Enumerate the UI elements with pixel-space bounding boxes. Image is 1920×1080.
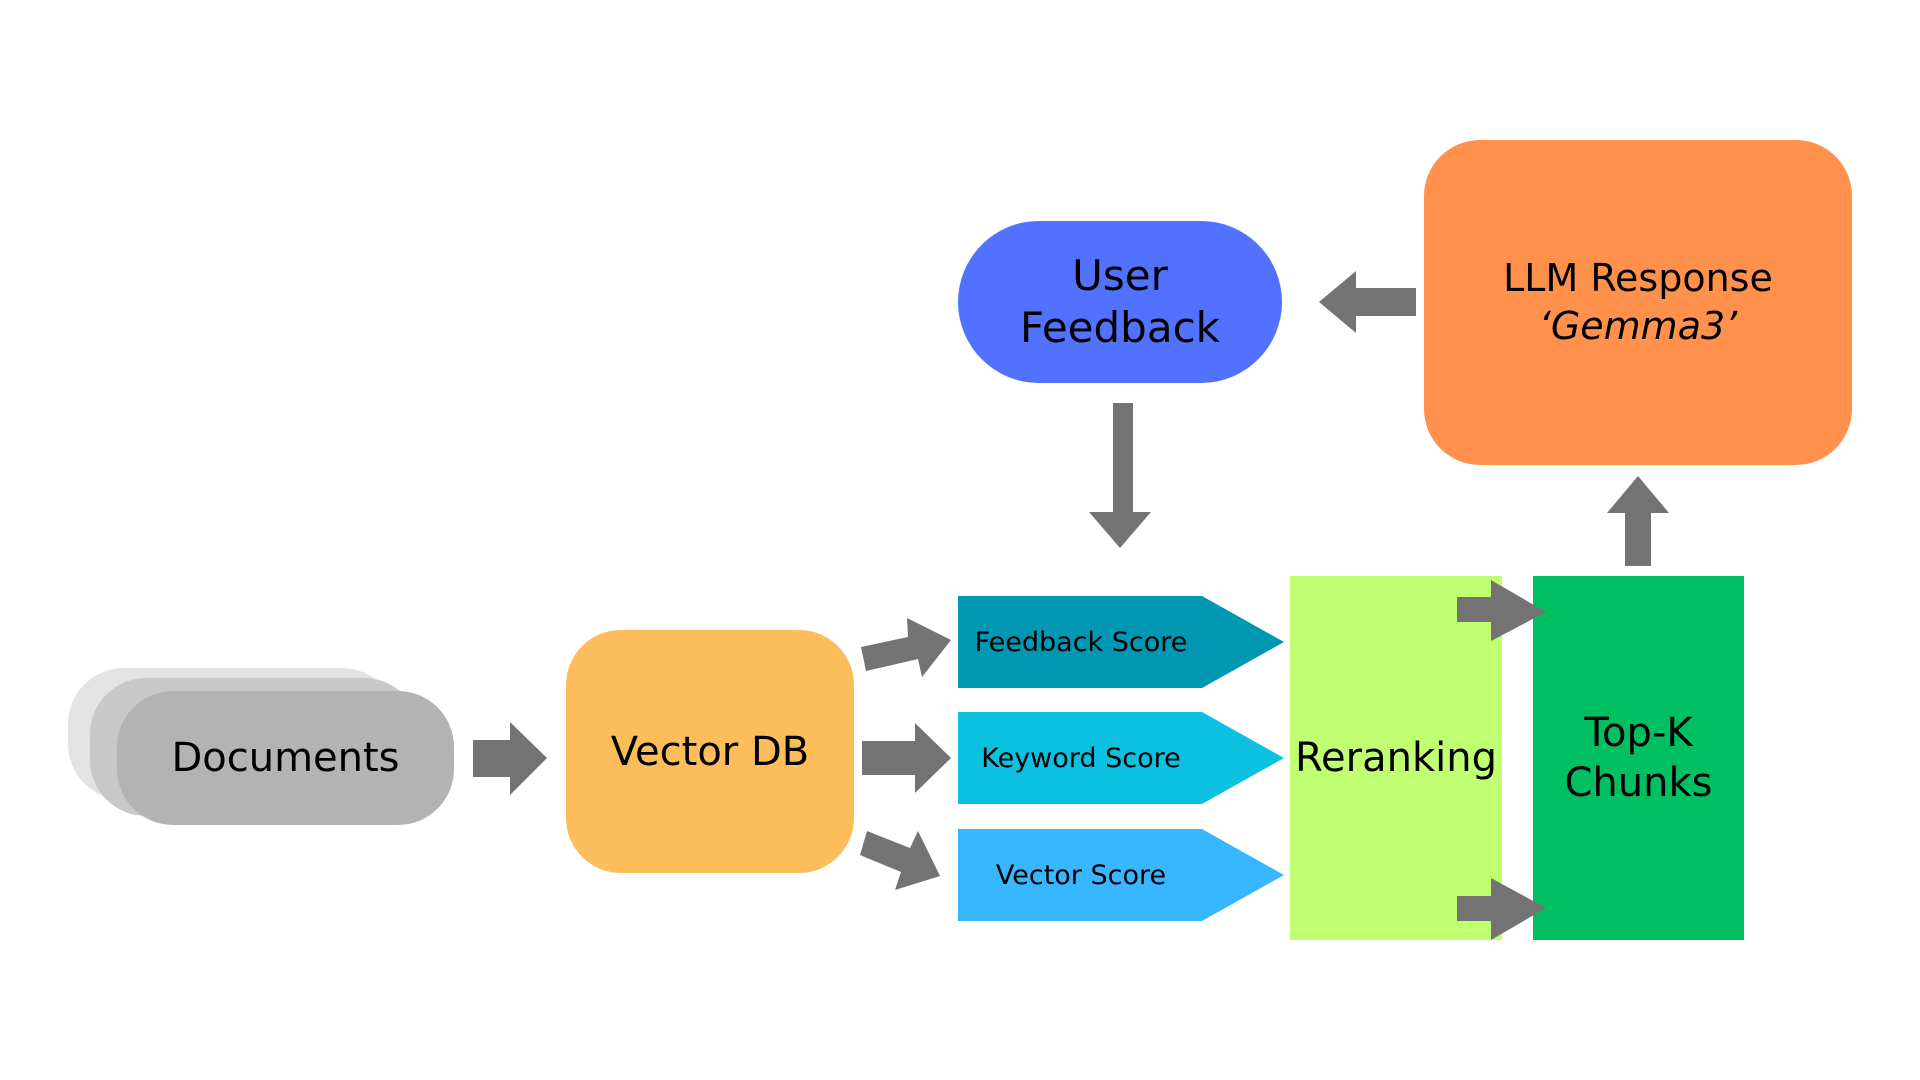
user-feedback-label-line1: User [1072,250,1168,300]
arrow-vectordb-to-vectorscore [860,831,940,890]
arrow-documents-to-vectordb [473,722,547,795]
arrow-llm-to-userfeedback [1319,271,1416,333]
arrow-reranking-to-topk-bottom [1457,878,1546,940]
keyword-score-node: Keyword Score [958,712,1284,804]
feedback-score-node: Feedback Score [958,596,1284,688]
vector-score-label: Vector Score [995,859,1167,891]
arrow-userfeedback-to-feedbackscore [1089,403,1151,548]
documents-label: Documents [171,735,400,781]
top-k-label-line1: Top-K [1584,710,1693,756]
vector-db-node: Vector DB [566,630,854,873]
reranking-label: Reranking [1295,735,1497,781]
feedback-score-label: Feedback Score [974,626,1188,658]
arrow-vectordb-to-feedback [861,618,951,677]
arrow-reranking-to-topk-top [1457,580,1546,641]
vector-db-label: Vector DB [610,728,810,775]
keyword-score-shape [958,712,1284,804]
vector-score-shape [958,829,1284,921]
user-feedback-label-line2: Feedback [1019,303,1220,352]
keyword-score-label: Keyword Score [981,742,1181,774]
documents-node: Documents [117,691,454,825]
llm-label-model: ‘Gemma3’ [1538,303,1738,348]
vector-score-node: Vector Score [958,829,1284,921]
arrow-vectordb-to-keyword [862,723,951,793]
reranking-node: Reranking [1290,576,1502,940]
top-k-label-line2: Chunks [1564,760,1713,806]
llm-label-line1: LLM Response [1503,256,1773,300]
top-k-chunks-node: Top-K Chunks [1533,576,1744,940]
llm-response-node: LLM Response ‘Gemma3’ [1424,140,1852,465]
user-feedback-node: User Feedback [958,221,1282,383]
arrow-topk-to-llm [1607,476,1669,566]
feedback-score-shape [958,596,1284,688]
